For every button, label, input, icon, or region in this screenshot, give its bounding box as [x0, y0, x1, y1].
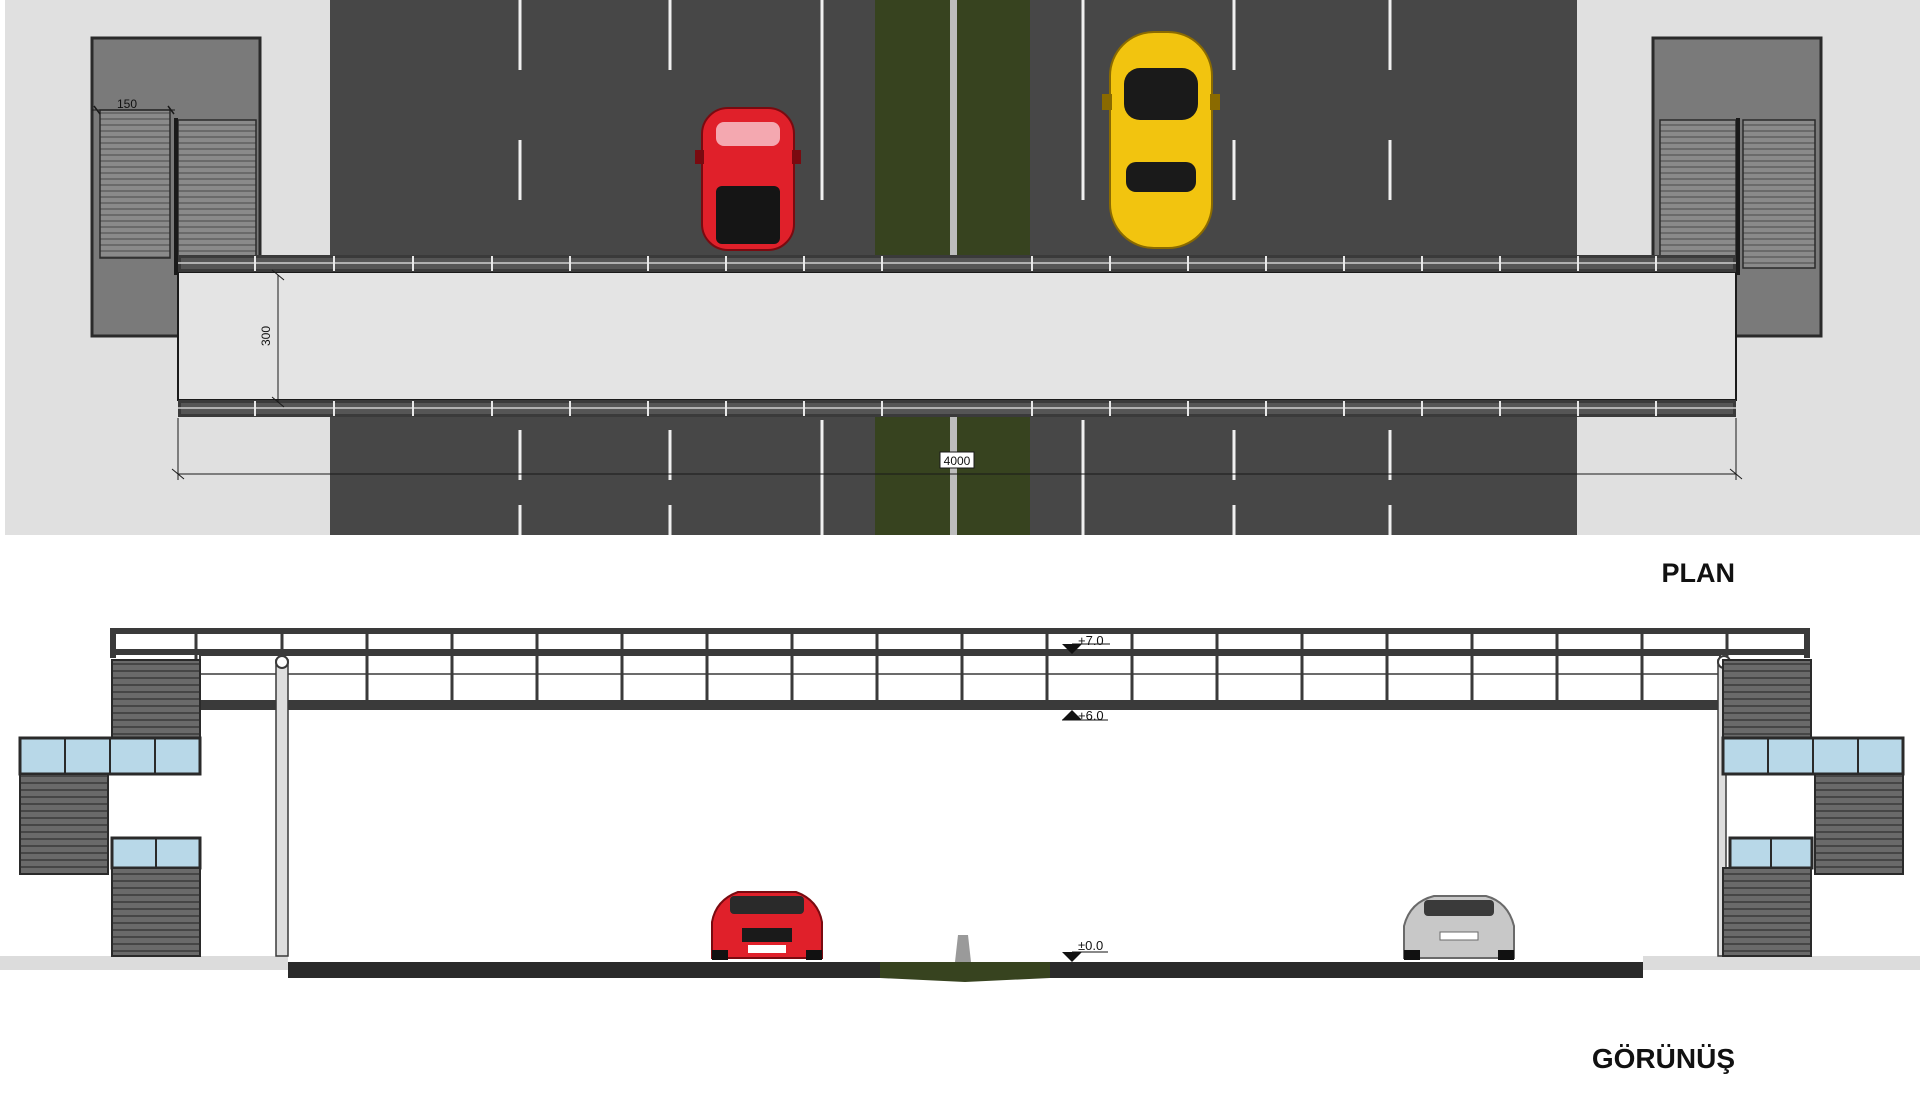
bottom-railing-posts — [254, 401, 1657, 416]
deck-width-dimension-line — [271, 269, 285, 408]
elevation-view: +7.0 +6.0 ±0.0 — [0, 628, 1920, 982]
stair-width-dimension: 150 — [117, 97, 137, 111]
silver-car-rear — [1403, 895, 1515, 960]
median-barrier-elevation — [955, 935, 971, 962]
top-railing-plan — [178, 255, 1736, 272]
top-railing-posts — [254, 256, 1657, 271]
level-ground-label: ±0.0 — [1078, 938, 1103, 953]
left-stair-elevation — [18, 659, 202, 957]
red-car-front — [711, 891, 823, 960]
right-ground — [1643, 956, 1920, 970]
left-ground — [0, 956, 288, 970]
level-marker-top — [1062, 643, 1110, 654]
bottom-railing-plan — [178, 400, 1736, 417]
median-elevation — [880, 962, 1050, 982]
deck-width-dimension: 300 — [259, 326, 273, 346]
plan-title: PLAN — [1662, 558, 1736, 588]
lane-markings — [518, 0, 1392, 535]
span-dimension: 4000 — [944, 454, 971, 468]
yellow-car-top — [1102, 31, 1220, 249]
left-stair-plan — [90, 36, 262, 338]
level-marker-deck — [1062, 710, 1108, 721]
right-stair-elevation — [1721, 659, 1905, 957]
level-top-label: +7.0 — [1078, 633, 1104, 648]
elevation-title: GÖRÜNÜŞ — [1592, 1043, 1735, 1074]
left-column — [275, 659, 289, 957]
plan-view: 150 — [5, 0, 1920, 535]
level-deck-label: +6.0 — [1078, 708, 1104, 723]
span-dimension-line — [171, 418, 1743, 480]
red-car-top — [695, 107, 801, 251]
left-column-joint — [275, 655, 289, 669]
bridge-truss — [110, 628, 1810, 710]
bridge-deck-plan — [177, 271, 1737, 401]
level-marker-ground — [1062, 951, 1108, 962]
